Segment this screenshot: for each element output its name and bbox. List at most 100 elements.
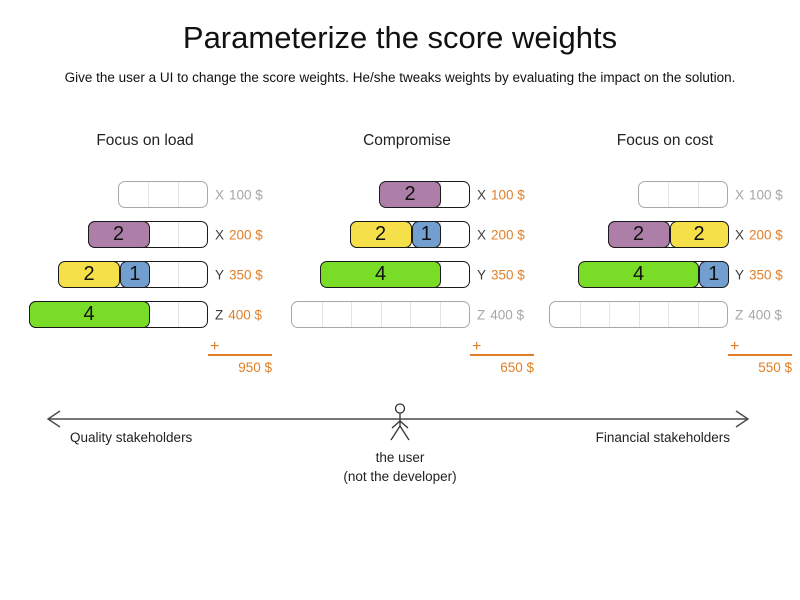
axis-label: Z	[215, 307, 224, 323]
quality-stakeholders-label: Quality stakeholders	[70, 430, 193, 445]
user-stick-figure-icon	[390, 403, 410, 441]
axis-label: Z	[735, 307, 744, 323]
amount-label: 400 $	[228, 307, 263, 323]
amount-label: 200 $	[749, 227, 783, 243]
axis-label: Y	[735, 267, 745, 283]
cell-divider	[321, 302, 323, 327]
sum-area: +650 $	[470, 338, 534, 375]
axis-label: X	[215, 187, 225, 203]
axis-label: X	[735, 227, 745, 243]
amount-label: 100 $	[749, 187, 783, 203]
cell-divider	[410, 302, 411, 327]
cell-divider	[668, 182, 669, 207]
weight-block: 2	[379, 180, 441, 208]
weight-block: 1	[120, 260, 150, 288]
weight-block: 2	[607, 220, 670, 248]
sum-total: 950 $	[238, 360, 272, 375]
cell-divider	[177, 262, 179, 287]
amount-label: 350 $	[491, 267, 525, 283]
right-arrowhead-icon	[735, 410, 750, 428]
weight-track	[549, 301, 728, 328]
sum-area: +550 $	[728, 338, 792, 375]
cell-divider	[697, 182, 699, 207]
cell-divider	[668, 302, 669, 327]
weight-block: 4	[578, 260, 699, 288]
amount-label: 400 $	[490, 307, 525, 323]
sum-plus-sign: +	[730, 338, 740, 355]
cell-divider	[380, 302, 382, 327]
column-title: Focus on load	[96, 132, 194, 149]
cell-divider	[177, 182, 179, 207]
amount-label: 350 $	[749, 267, 783, 283]
cell-divider	[579, 302, 581, 327]
weight-track: 2	[87, 220, 208, 248]
amount-label: 200 $	[491, 227, 525, 243]
sum-plus-sign: +	[472, 338, 482, 355]
sum-total: 650 $	[500, 360, 534, 375]
weight-track	[291, 301, 470, 328]
cell-divider	[697, 302, 699, 327]
axis-label: X	[215, 227, 225, 243]
weight-track: 4	[28, 300, 208, 328]
weight-block: 1	[411, 220, 441, 248]
sum-line	[208, 354, 272, 356]
axis-label: X	[735, 187, 745, 203]
weight-track: 2	[379, 180, 470, 208]
axis-label: Y	[215, 267, 225, 283]
weight-block: 1	[699, 260, 729, 288]
weight-track	[637, 181, 728, 208]
amount-label: 400 $	[748, 307, 783, 323]
weight-block: 2	[349, 220, 412, 248]
left-arrowhead-icon	[46, 410, 61, 428]
axis-label: X	[477, 187, 487, 203]
cell-divider	[177, 302, 179, 327]
sum-area: +950 $	[208, 339, 272, 375]
amount-label: 100 $	[491, 187, 525, 203]
amount-label: 350 $	[229, 267, 263, 283]
cell-divider	[439, 302, 441, 327]
weight-track: 4	[320, 260, 470, 288]
column-title: Focus on cost	[616, 132, 714, 149]
page-title: Parameterize the score weights	[182, 20, 618, 55]
user-label: the user	[375, 450, 425, 465]
cell-divider	[148, 182, 149, 207]
weight-block: 4	[320, 260, 441, 288]
cell-divider	[638, 302, 640, 327]
stakeholder-spectrum-arrow	[46, 403, 750, 441]
cell-divider	[351, 302, 352, 327]
cell-divider	[609, 302, 610, 327]
sum-line	[728, 354, 792, 356]
weight-block: 4	[28, 300, 150, 328]
